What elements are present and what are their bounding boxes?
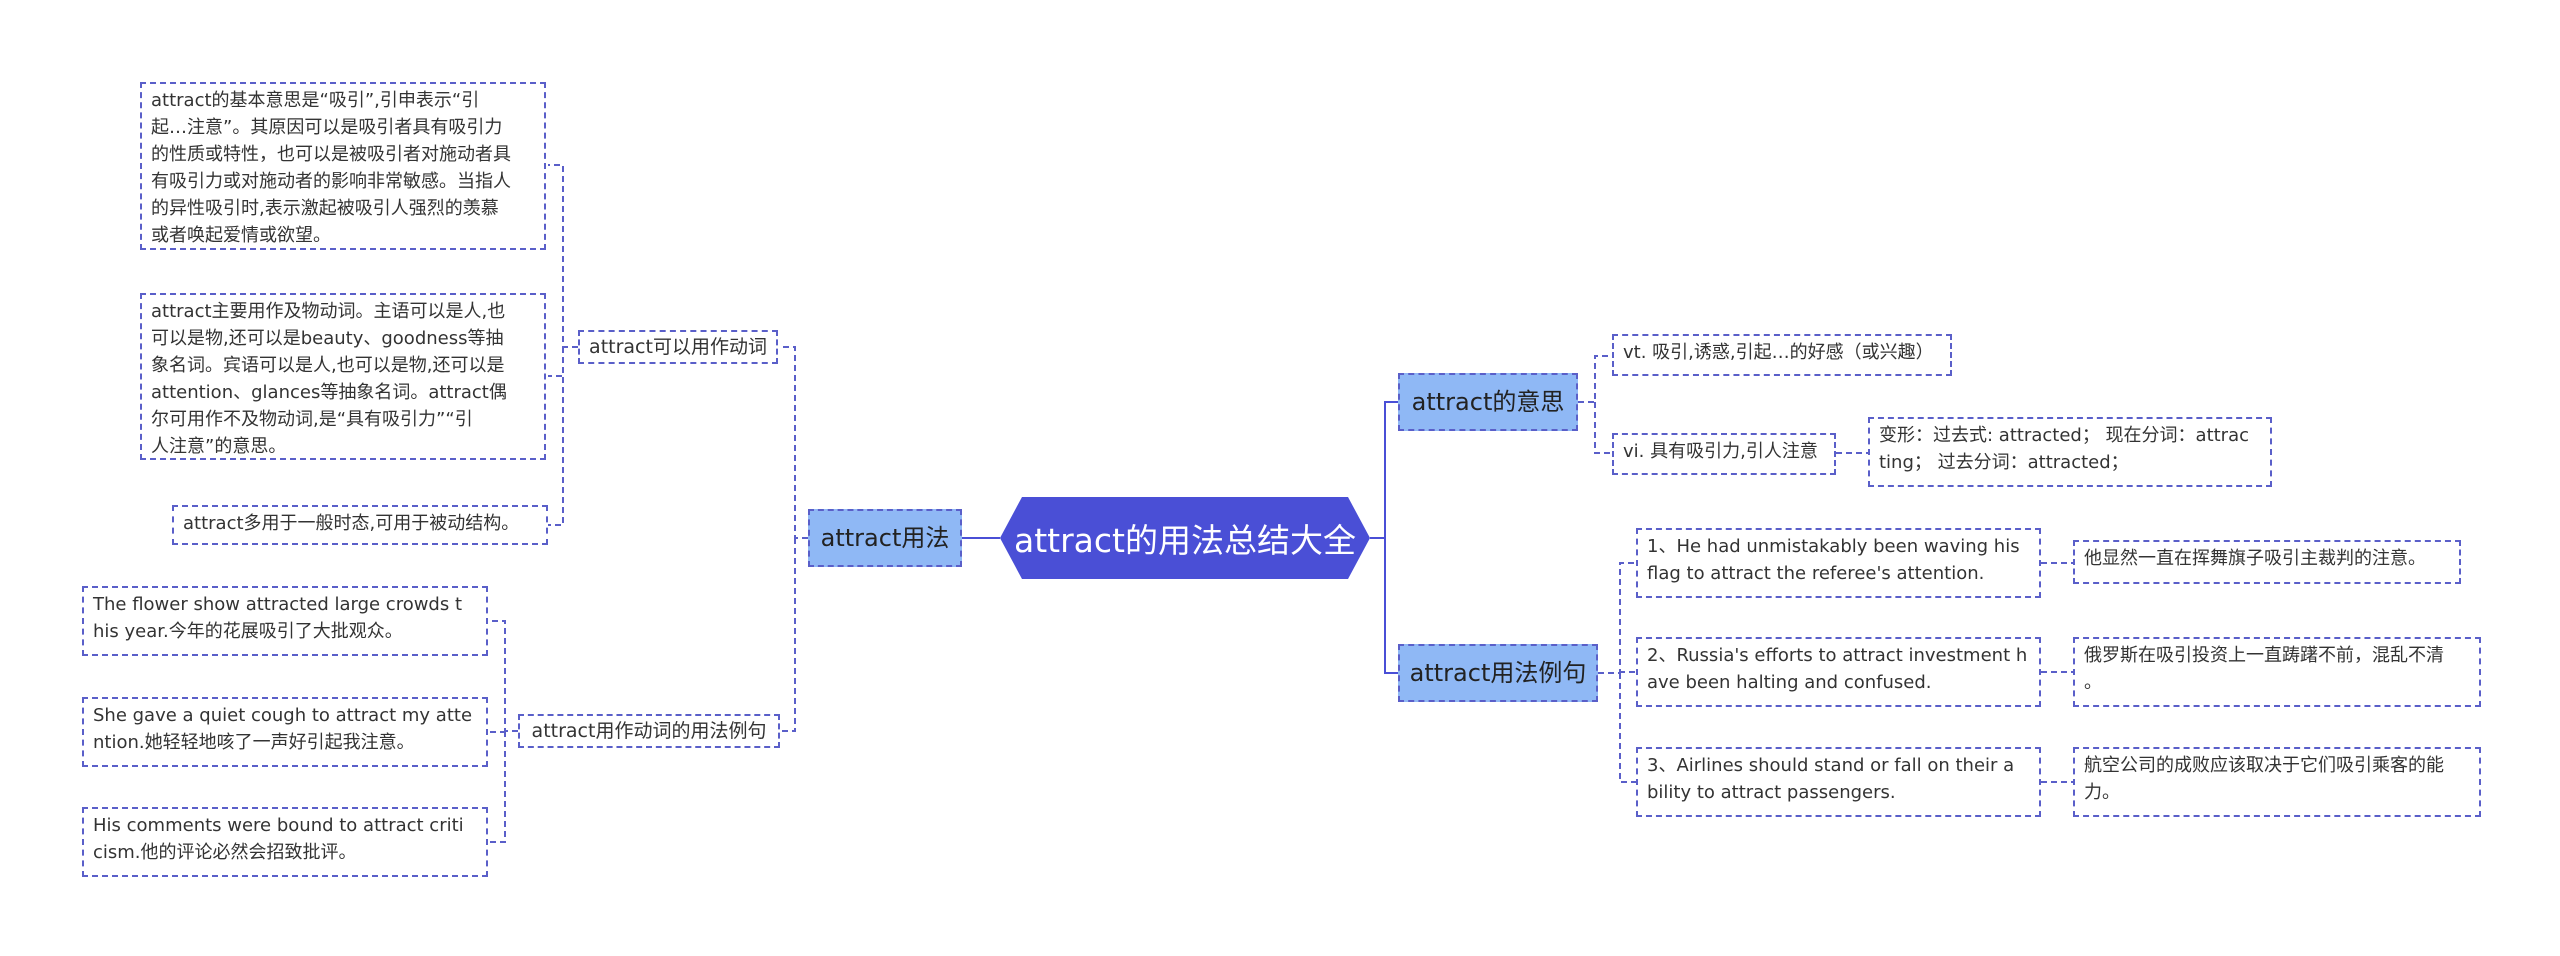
- note-transitive-usage[interactable]: attract主要用作及物动词。主语可以是人,也 可以是物,还可以是beauty…: [140, 293, 546, 460]
- topic-attract-meaning[interactable]: attract的意思: [1398, 373, 1578, 431]
- link-group1-items: [548, 164, 578, 526]
- root-topic[interactable]: attract的用法总结大全: [1000, 497, 1370, 579]
- note-basic-meaning[interactable]: attract的基本意思是“吸引”,引申表示“引 起…注意”。其原因可以是吸引者…: [140, 82, 546, 250]
- example-3-zh[interactable]: 航空公司的成败应该取决于它们吸引乘客的能 力。: [2073, 747, 2481, 817]
- example-3-en[interactable]: 3、Airlines should stand or fall on their…: [1636, 747, 2041, 817]
- note-tense-usage[interactable]: attract多用于一般时态,可用于被动结构。: [172, 505, 548, 545]
- example-quiet-cough[interactable]: She gave a quiet cough to attract my att…: [82, 697, 488, 767]
- link-meaning-items: [1578, 355, 1612, 454]
- topic-attract-examples[interactable]: attract用法例句: [1398, 644, 1598, 702]
- link-examples-items: [1598, 562, 1636, 783]
- meaning-vt[interactable]: vt. 吸引,诱惑,引起…的好感（或兴趣）: [1612, 334, 1952, 376]
- example-flower-show[interactable]: The flower show attracted large crowds t…: [82, 586, 488, 656]
- topic-attract-usage[interactable]: attract用法: [808, 509, 962, 567]
- example-2-en[interactable]: 2、Russia's efforts to attract investment…: [1636, 637, 2041, 707]
- subtopic-verb-usage[interactable]: attract可以用作动词: [578, 330, 778, 364]
- link-left-main-groups: [780, 346, 808, 732]
- link-root-right: [1370, 401, 1398, 674]
- subtopic-verb-examples[interactable]: attract用作动词的用法例句: [518, 714, 780, 748]
- example-1-zh[interactable]: 他显然一直在挥舞旗子吸引主裁判的注意。: [2073, 540, 2461, 584]
- link-group2-items: [490, 620, 518, 843]
- meaning-vi[interactable]: vi. 具有吸引力,引人注意: [1612, 433, 1836, 475]
- example-2-zh[interactable]: 俄罗斯在吸引投资上一直踌躇不前，混乱不清 。: [2073, 637, 2481, 707]
- link-example-translations: [2041, 562, 2073, 783]
- example-1-en[interactable]: 1、He had unmistakably been waving his fl…: [1636, 528, 2041, 598]
- word-forms[interactable]: 变形：过去式: attracted； 现在分词：attrac ting； 过去分…: [1868, 417, 2272, 487]
- example-comments-criticism[interactable]: His comments were bound to attract criti…: [82, 807, 488, 877]
